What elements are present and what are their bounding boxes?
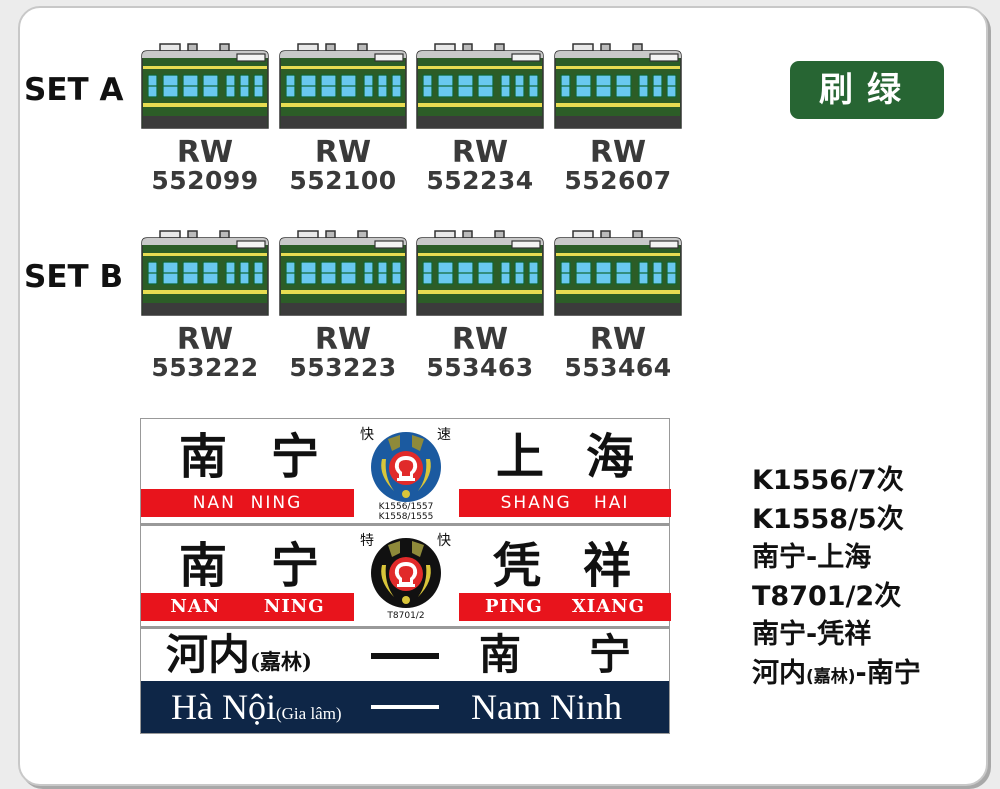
railway-emblem-icon [371, 538, 441, 608]
train-car-icon [554, 230, 682, 316]
coach-diagram-553464 [553, 229, 683, 317]
coach-number: 553223 [289, 353, 397, 382]
coach-diagram-553223 [278, 229, 408, 317]
train-car-icon [554, 43, 682, 129]
from-char-2: 宁 [271, 538, 320, 594]
signboard-hanoi-nanning-vi: Hà Nội(Gia lâm) Nam Ninh [141, 681, 669, 733]
route-line: K1556/7次 [752, 465, 904, 496]
train-car-icon [279, 230, 407, 316]
coach-diagram-552100 [278, 42, 408, 130]
coach-type: RW [314, 135, 372, 170]
from-char-1: 南 [179, 429, 228, 485]
to-char-2: 海 [586, 429, 635, 485]
green-livery-badge: 刷绿 [790, 61, 944, 119]
class-label-right: 快 [437, 533, 451, 549]
to-vi: Nam Ninh [471, 687, 622, 727]
from-zh: 河内(嘉林) [166, 630, 312, 679]
train-car-icon [141, 43, 269, 129]
train-code: T8701/2 [387, 611, 425, 621]
coach-type: RW [451, 322, 509, 357]
train-car-icon [416, 230, 544, 316]
coach-number: 553463 [426, 353, 534, 382]
signboard-nanning-pingxiang: 南 宁 凭 祥 NAN NING PING XIANG 特 快 T8701/2 [141, 525, 671, 629]
coach-number: 552099 [151, 166, 259, 195]
route-line: 南宁-凭祥 [752, 619, 872, 650]
to-char-1: 上 [496, 429, 545, 485]
from-vi: Hà Nội(Gia lâm) [171, 687, 342, 727]
to-romanized: SHANG HAI [459, 489, 671, 517]
coach-number: 552100 [289, 166, 397, 195]
set-a-label: SET A [24, 72, 124, 108]
route-line: T8701/2次 [752, 580, 902, 612]
coach-diagram-552607 [553, 42, 683, 130]
route-dash [371, 653, 439, 659]
class-label-right: 速 [437, 427, 451, 443]
train-car-icon [416, 43, 544, 129]
destination-signboards: 南 宁 上 海 NAN NING SHANG HAI 快 速 K1556/155… [140, 418, 671, 734]
to-char-1: 南 [479, 630, 522, 679]
coach-diagram-552099 [140, 42, 270, 130]
route-line: K1558/5次 [752, 503, 904, 535]
from-romanized: NAN NING [141, 489, 354, 517]
from-char-2: 宁 [271, 429, 320, 485]
to-romanized: PING XIANG [459, 593, 671, 621]
coach-number: 552607 [564, 166, 672, 195]
coach-number: 553464 [564, 353, 672, 382]
coach-type: RW [589, 135, 647, 170]
coach-type: RW [451, 135, 509, 170]
coach-diagram-553463 [415, 229, 545, 317]
route-line: 南宁-上海 [752, 542, 872, 573]
coach-number: 553222 [151, 353, 259, 382]
signboard-hanoi-nanning-zh: 河内(嘉林) 南 宁 [141, 629, 669, 681]
class-label-left: 特 [360, 533, 374, 549]
to-char-2: 宁 [589, 630, 632, 679]
coach-type: RW [589, 322, 647, 357]
railway-emblem-icon [371, 432, 441, 502]
coach-number: 552234 [426, 166, 534, 195]
class-label-left: 快 [360, 427, 374, 443]
from-romanized: NAN NING [141, 593, 354, 621]
coach-type: RW [314, 322, 372, 357]
route-line: 河内(嘉林)-南宁 [752, 657, 921, 689]
coach-type: RW [176, 322, 234, 357]
route-dash [371, 705, 439, 709]
set-b-label: SET B [24, 259, 124, 295]
to-char-1: 凭 [493, 538, 542, 594]
coach-type: RW [176, 135, 234, 170]
train-car-icon [141, 230, 269, 316]
signboard-nanning-shanghai: 南 宁 上 海 NAN NING SHANG HAI 快 速 K1556/155… [141, 419, 671, 526]
coach-diagram-552234 [415, 42, 545, 130]
to-char-2: 祥 [583, 538, 632, 594]
coach-diagram-553222 [140, 229, 270, 317]
from-char-1: 南 [179, 538, 228, 594]
routes-list: K1556/7次 K1558/5次 南宁-上海 T8701/2次 南宁-凭祥 河… [752, 462, 921, 696]
train-car-icon [279, 43, 407, 129]
